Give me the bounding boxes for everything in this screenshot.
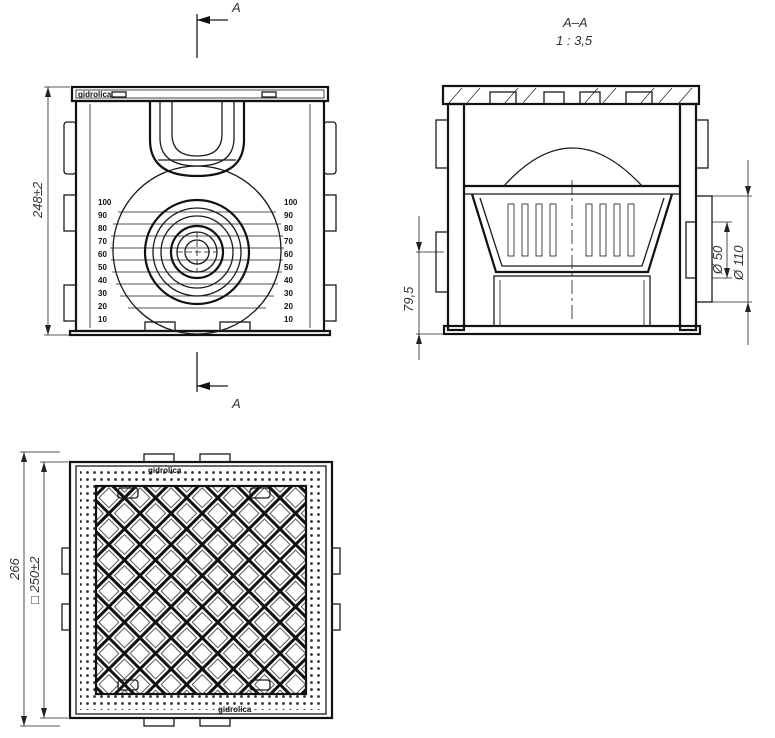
svg-text:20: 20: [98, 302, 107, 311]
svg-text:40: 40: [284, 276, 293, 285]
svg-text:90: 90: [284, 211, 293, 220]
svg-text:70: 70: [98, 237, 107, 246]
svg-text:90: 90: [98, 211, 107, 220]
section-marker-label-top: A: [231, 0, 241, 15]
section-title-label: A–A: [562, 15, 588, 30]
svg-text:30: 30: [284, 289, 293, 298]
section-scale-label: 1 : 3,5: [556, 33, 593, 48]
svg-text:10: 10: [284, 315, 293, 324]
svg-text:20: 20: [284, 302, 293, 311]
brand-label-bottom: gidrolica: [218, 705, 252, 714]
brand-label-front: gidrolica: [78, 90, 112, 99]
svg-text:100: 100: [98, 198, 112, 207]
svg-text:60: 60: [98, 250, 107, 259]
svg-text:50: 50: [284, 263, 293, 272]
dimension-inner-size: □ 250±2: [27, 461, 68, 719]
section-view: [435, 84, 713, 336]
dimension-inner-size-label: □ 250±2: [27, 556, 42, 604]
brand-label-top: gidrolica: [148, 466, 182, 475]
section-marker-bottom: A: [196, 352, 241, 411]
dimension-diameter-small-label: Ø 50: [710, 245, 725, 275]
svg-text:100: 100: [284, 198, 298, 207]
grating-hatch: [447, 87, 693, 105]
svg-text:50: 50: [98, 263, 107, 272]
basket-slots: [507, 203, 635, 257]
section-marker-label-bottom: A: [231, 396, 241, 411]
dimension-height-label: 248±2: [30, 181, 45, 219]
svg-text:10: 10: [98, 315, 107, 324]
top-view: gidrolica gidrolica: [61, 453, 341, 727]
svg-text:80: 80: [98, 224, 107, 233]
dimension-diameter-large: Ø 110: [712, 160, 752, 345]
section-title: A–A 1 : 3,5: [556, 15, 593, 48]
scale-marks-right: 100 90 80 70 60 50 40 30 20 10: [284, 198, 298, 324]
svg-text:70: 70: [284, 237, 293, 246]
dimension-diameter-small: Ø 50: [710, 221, 732, 279]
dimension-inlet-height: 79,5: [401, 216, 444, 360]
svg-text:60: 60: [284, 250, 293, 259]
dimension-diameter-large-label: Ø 110: [731, 245, 746, 281]
scale-marks-left: 100 90 80 70 60 50 40 30 20 10: [98, 198, 112, 324]
dimension-outer-size-label: 266: [7, 558, 22, 581]
dimension-outer-size: 266: [7, 451, 60, 727]
svg-text:80: 80: [284, 224, 293, 233]
dimension-height: 248±2: [30, 86, 70, 336]
svg-text:40: 40: [98, 276, 107, 285]
section-marker-top: A: [196, 0, 241, 58]
front-view: gidrolica: [63, 85, 337, 337]
svg-text:30: 30: [98, 289, 107, 298]
dimension-inlet-height-label: 79,5: [401, 286, 416, 312]
